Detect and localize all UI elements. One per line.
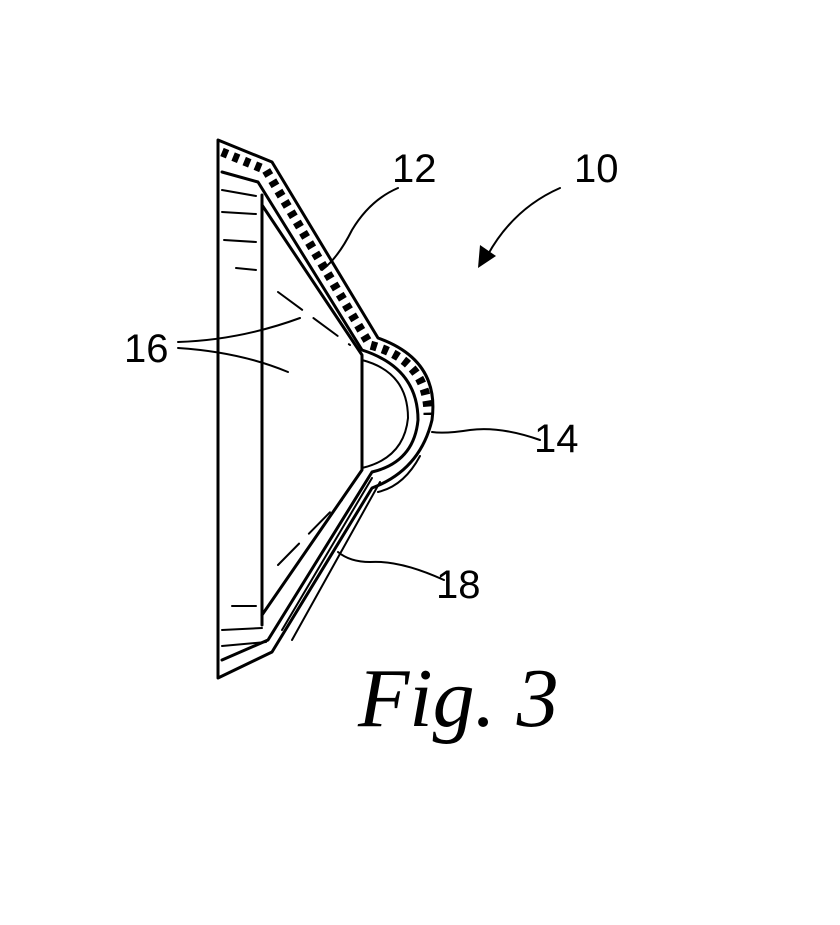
leader-10-arrow bbox=[483, 187, 561, 263]
dome-inner bbox=[361, 359, 410, 469]
inner-cone bbox=[260, 203, 364, 617]
cup-drawing bbox=[216, 138, 435, 680]
figure-caption: Fig. 3 bbox=[357, 652, 559, 745]
leader-16b bbox=[177, 347, 289, 373]
lower-wall-lines bbox=[281, 455, 421, 641]
leader-12 bbox=[321, 187, 399, 271]
outer-contour bbox=[216, 138, 435, 680]
leader-14 bbox=[431, 428, 541, 441]
shell-hatch-layer bbox=[220, 147, 433, 416]
label-10: 10 bbox=[574, 147, 619, 191]
leader-lines bbox=[177, 187, 561, 581]
shell-inner-line bbox=[220, 170, 420, 662]
label-18: 18 bbox=[436, 563, 481, 607]
inner-cone-dashes bbox=[235, 267, 351, 566]
rim-lines bbox=[221, 189, 267, 647]
arrowhead-10 bbox=[478, 245, 496, 268]
label-14: 14 bbox=[534, 417, 579, 461]
label-16: 16 bbox=[124, 327, 169, 371]
label-12: 12 bbox=[392, 147, 437, 191]
leader-18 bbox=[337, 551, 445, 581]
leader-16a bbox=[177, 317, 301, 343]
